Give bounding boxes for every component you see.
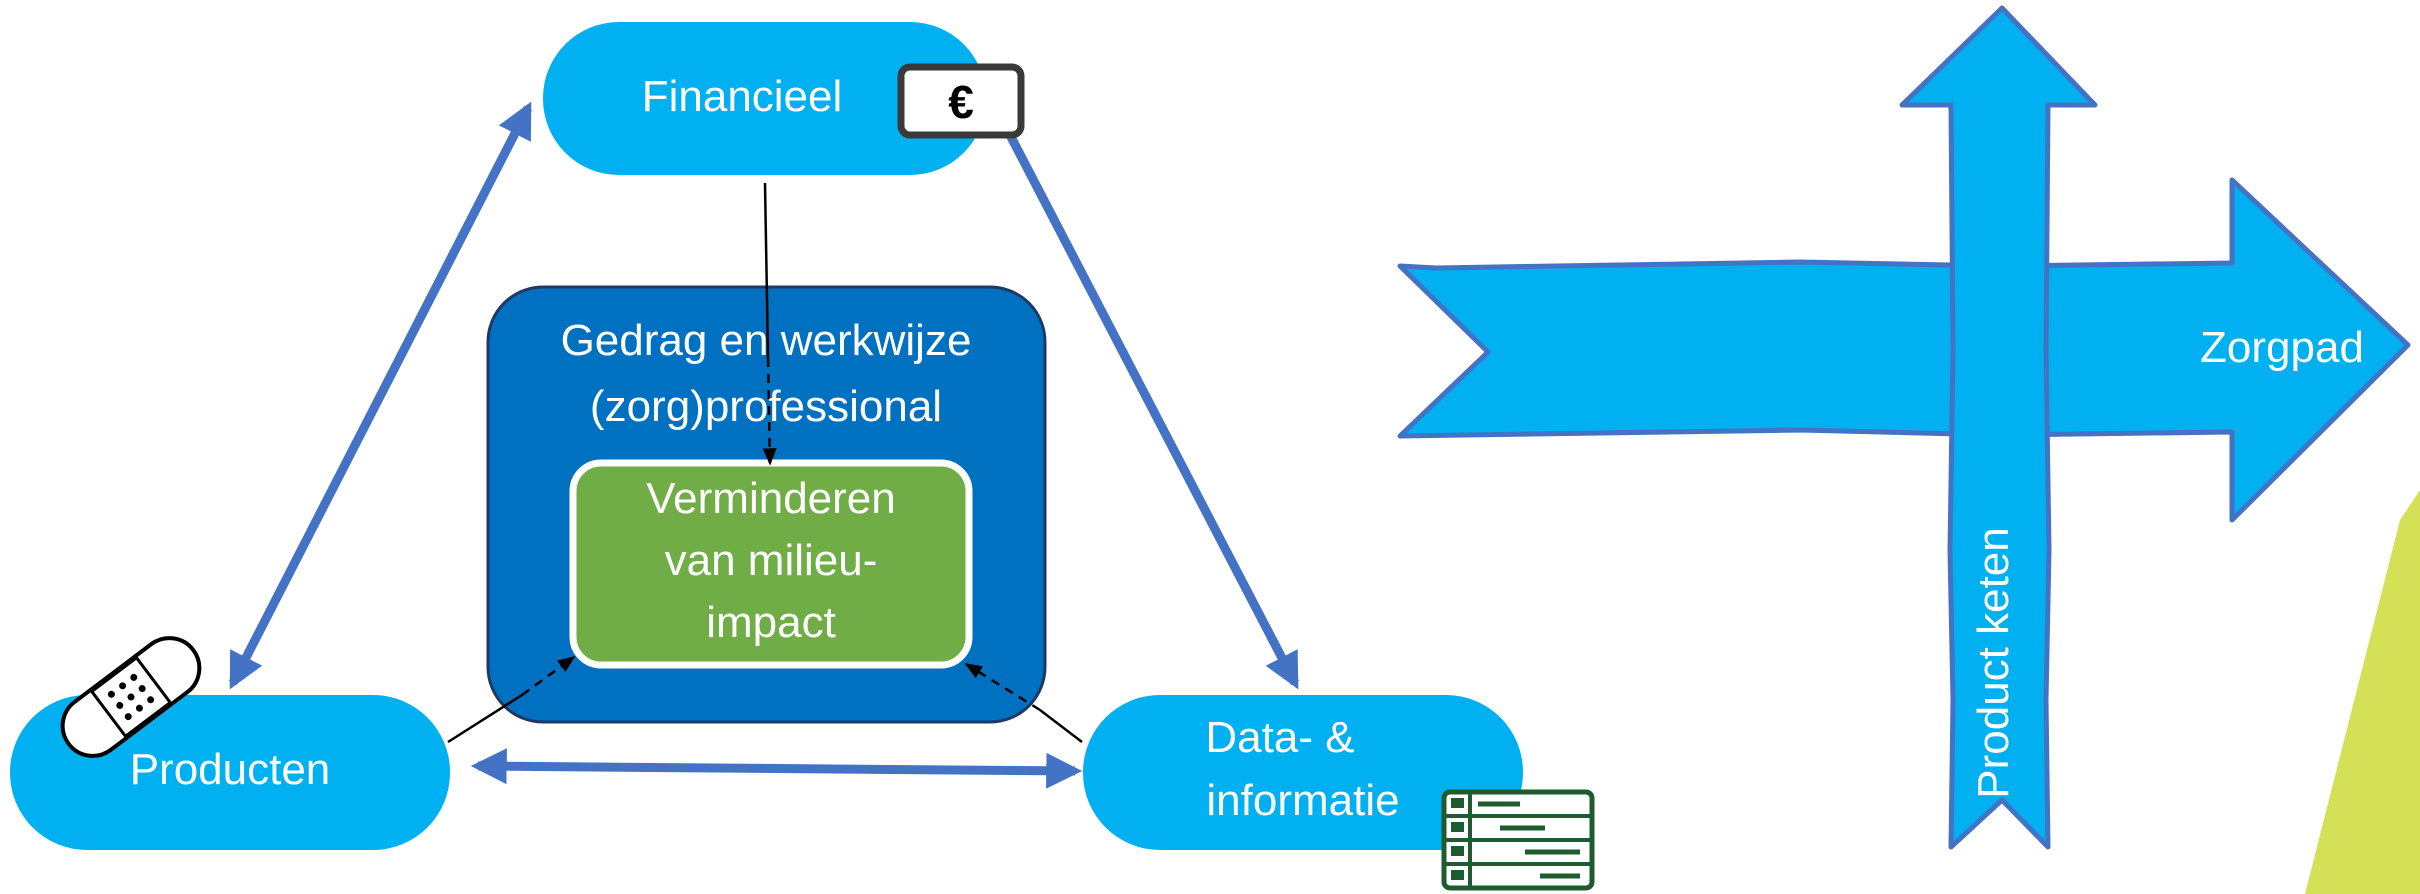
financieel-node (543, 22, 986, 175)
euro-glyph: € (948, 76, 974, 128)
arrow-financieel-producten (228, 101, 533, 690)
data-label-line1: Data- & (1205, 713, 1354, 762)
arrow-producten-data (470, 748, 1083, 789)
line-producten-to-impact-dashed (521, 655, 576, 697)
financieel-label: Financieel (642, 72, 843, 121)
line-producten-to-impact-solid (447, 693, 523, 744)
line-data-to-impact-solid (1039, 709, 1083, 743)
producten-label: Producten (130, 745, 331, 794)
milieu-label-line1: Verminderen (646, 474, 895, 523)
lime-accent-shape (2305, 490, 2420, 894)
line-financieel-to-impact-solid (763, 182, 770, 359)
zorgpad-arrow (1397, 177, 2411, 523)
arrow-financieel-data (1006, 132, 1299, 690)
zorgpad-label: Zorgpad (2200, 323, 2364, 372)
euro-card-icon: € (897, 63, 1025, 139)
milieu-label-line3: impact (706, 598, 836, 647)
bandage-icon (60, 636, 202, 758)
data-sheet-icon (1441, 789, 1595, 891)
product-keten-label: Product keten (1969, 527, 2018, 799)
data-label-line2: informatie (1206, 776, 1399, 825)
data-node (1083, 695, 1523, 850)
milieu-label-line2: van milieu- (665, 536, 878, 585)
gedrag-label-line2: (zorg)professional (590, 382, 942, 431)
line-data-to-impact-dashed (964, 662, 1041, 712)
gedrag-label-line1: Gedrag en werkwijze (561, 316, 972, 365)
line-financieel-to-impact-dashed (762, 357, 777, 466)
product-keten-arrow (1899, 5, 2098, 850)
